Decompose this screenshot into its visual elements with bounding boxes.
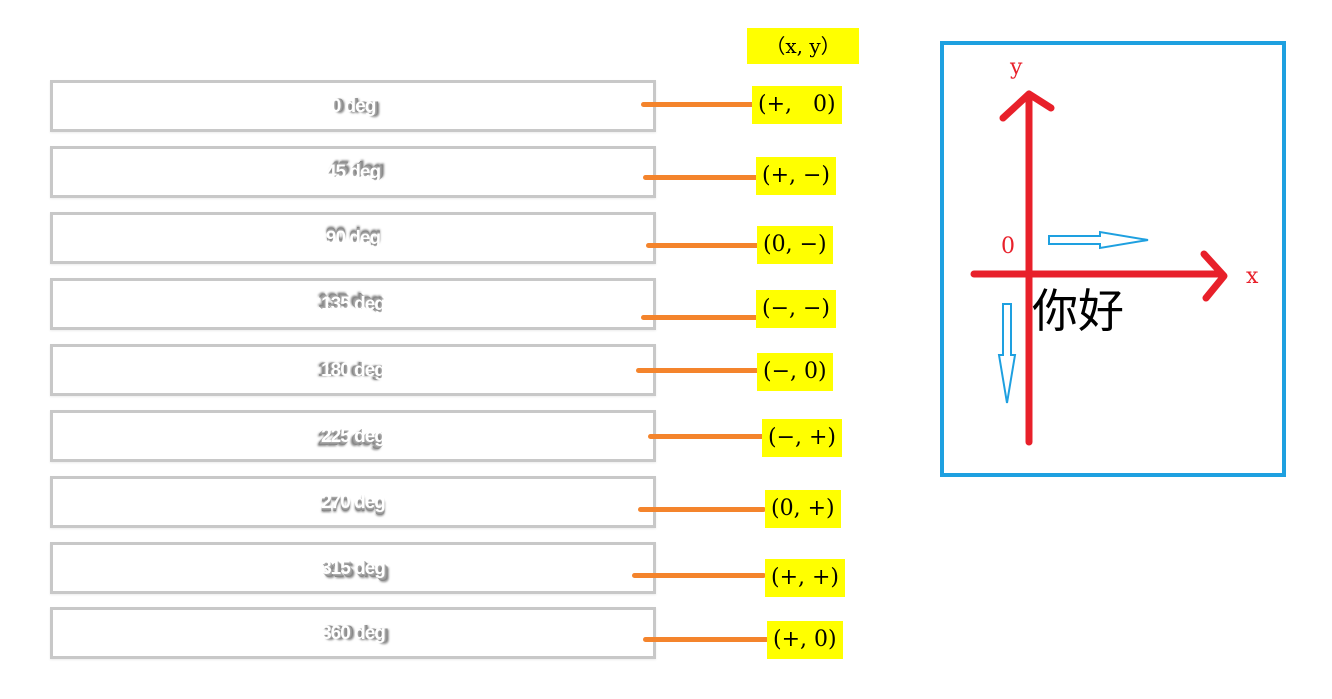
- origin-label: 0: [1001, 234, 1015, 259]
- x-axis-label: x: [1246, 264, 1259, 289]
- connector-line-225deg: [648, 434, 770, 439]
- connector-line-315deg: [632, 573, 766, 578]
- shadow-box-225deg: 225 deg: [50, 410, 656, 462]
- shadow-text-0deg: 0 deg: [330, 96, 377, 117]
- shadow-text-180deg: 180 deg: [321, 360, 386, 381]
- shadow-text-270deg: 270 deg: [321, 492, 386, 513]
- connector-line-135deg: [641, 315, 759, 320]
- coord-tag-360deg: (+, 0): [767, 621, 843, 659]
- coord-tag-45deg: (+, −): [756, 157, 837, 195]
- shadow-box-45deg: 45 deg: [50, 146, 656, 198]
- shadow-box-90deg: 90 deg: [50, 212, 656, 264]
- coord-tag-180deg: (−, 0): [757, 353, 833, 391]
- down-direction-arrow-icon: [997, 303, 1017, 404]
- x-axis-arrowhead: [1200, 250, 1228, 302]
- shadow-box-135deg: 135 deg: [50, 278, 656, 330]
- right-direction-arrow-icon: [1048, 230, 1149, 250]
- coord-tag-0deg: (+, 0): [752, 86, 842, 124]
- coord-tag-90deg: (0, −): [757, 226, 833, 264]
- y-axis-label: y: [1010, 55, 1023, 80]
- connector-line-180deg: [636, 368, 760, 373]
- shadow-text-225deg: 225 deg: [321, 426, 386, 447]
- shadow-text-90deg: 90 deg: [325, 228, 381, 249]
- shadow-text-360deg: 360 deg: [321, 623, 386, 644]
- hello-text: 你好: [1032, 284, 1124, 338]
- axis-diagram-panel: [940, 41, 1286, 477]
- shadow-text-315deg: 315 deg: [321, 558, 386, 579]
- connector-line-90deg: [646, 243, 760, 248]
- connector-line-270deg: [638, 507, 766, 512]
- connector-line-0deg: [641, 102, 759, 107]
- shadow-box-270deg: 270 deg: [50, 476, 656, 528]
- shadow-box-315deg: 315 deg: [50, 542, 656, 594]
- shadow-text-135deg: 135 deg: [321, 294, 386, 315]
- connector-line-45deg: [643, 175, 761, 180]
- shadow-box-180deg: 180 deg: [50, 344, 656, 396]
- coord-tag-315deg: (+, +): [765, 559, 846, 597]
- coordinate-header: （x, y）: [747, 28, 859, 64]
- shadow-box-360deg: 360 deg: [50, 607, 656, 659]
- coord-tag-135deg: (−, −): [756, 290, 837, 328]
- coord-tag-225deg: (−, +): [762, 419, 843, 457]
- y-axis-arrowhead: [999, 90, 1055, 122]
- connector-line-360deg: [643, 637, 769, 642]
- shadow-text-45deg: 45 deg: [325, 162, 381, 183]
- coord-tag-270deg: (0, +): [765, 490, 841, 528]
